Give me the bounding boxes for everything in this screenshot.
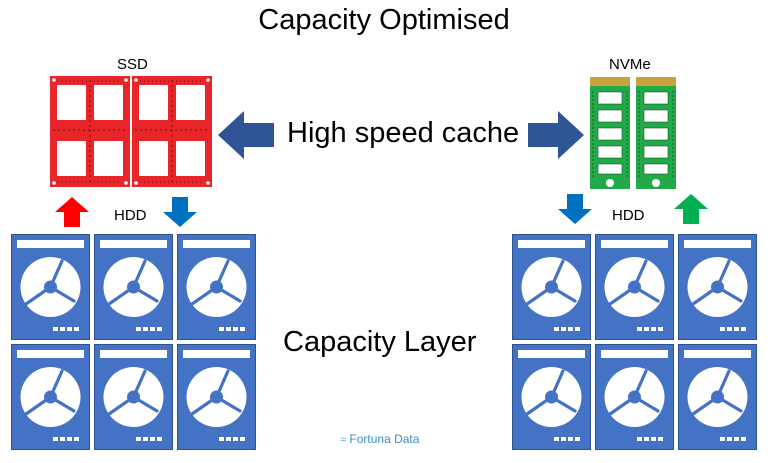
nvme-label: NVMe xyxy=(609,56,651,73)
brand-mark-icon: ≈ xyxy=(340,434,347,446)
hdd-icon xyxy=(94,344,173,450)
hdd-drive xyxy=(512,234,591,340)
high-speed-cache-label: High speed cache xyxy=(287,117,520,149)
right-down-arrow xyxy=(558,194,592,229)
hdd-drive xyxy=(11,344,90,450)
hdd-drive xyxy=(94,344,173,450)
hdd-icon xyxy=(177,234,256,340)
hdd-drive xyxy=(94,234,173,340)
left-hdd-array xyxy=(11,234,256,450)
hdd-drive xyxy=(177,344,256,450)
left-down-arrow xyxy=(163,197,197,232)
diagram-title: Capacity Optimised xyxy=(258,4,510,36)
hdd-icon xyxy=(11,344,90,450)
arrow-left-icon xyxy=(218,111,274,159)
cache-arrow-left xyxy=(218,111,274,164)
brand-logo: ≈ Fortuna Data xyxy=(340,432,419,446)
left-up-arrow xyxy=(55,197,89,232)
hdd-icon xyxy=(678,344,757,450)
nvme-icon xyxy=(636,77,676,189)
hdd-icon xyxy=(177,344,256,450)
hdd-icon xyxy=(595,234,674,340)
hdd-drive xyxy=(177,234,256,340)
arrow-up-icon xyxy=(55,197,89,227)
hdd-icon xyxy=(678,234,757,340)
hdd-icon xyxy=(11,234,90,340)
nvme-drive xyxy=(588,77,632,194)
hdd-icon xyxy=(595,344,674,450)
cache-arrow-right xyxy=(528,111,584,164)
hdd-icon xyxy=(512,344,591,450)
ssd-label: SSD xyxy=(117,56,148,73)
hdd-icon xyxy=(512,234,591,340)
nvme-drive xyxy=(634,77,678,194)
arrow-down-icon xyxy=(558,194,592,224)
hdd-drive xyxy=(595,234,674,340)
left-hdd-label: HDD xyxy=(114,207,147,224)
right-hdd-label: HDD xyxy=(612,207,645,224)
right-up-arrow xyxy=(674,194,708,229)
brand-text: Fortuna Data xyxy=(349,432,420,446)
capacity-layer-label: Capacity Layer xyxy=(283,326,477,358)
ssd-icon xyxy=(50,76,130,187)
right-hdd-array xyxy=(512,234,757,450)
ssd-drive xyxy=(50,76,130,192)
hdd-drive xyxy=(678,344,757,450)
hdd-drive xyxy=(11,234,90,340)
ssd-icon xyxy=(132,76,212,187)
nvme-icon xyxy=(590,77,630,189)
hdd-drive xyxy=(512,344,591,450)
hdd-drive xyxy=(595,344,674,450)
hdd-drive xyxy=(678,234,757,340)
arrow-up-icon xyxy=(674,194,708,224)
ssd-drive xyxy=(132,76,212,192)
hdd-icon xyxy=(94,234,173,340)
arrow-right-icon xyxy=(528,111,584,159)
arrow-down-icon xyxy=(163,197,197,227)
